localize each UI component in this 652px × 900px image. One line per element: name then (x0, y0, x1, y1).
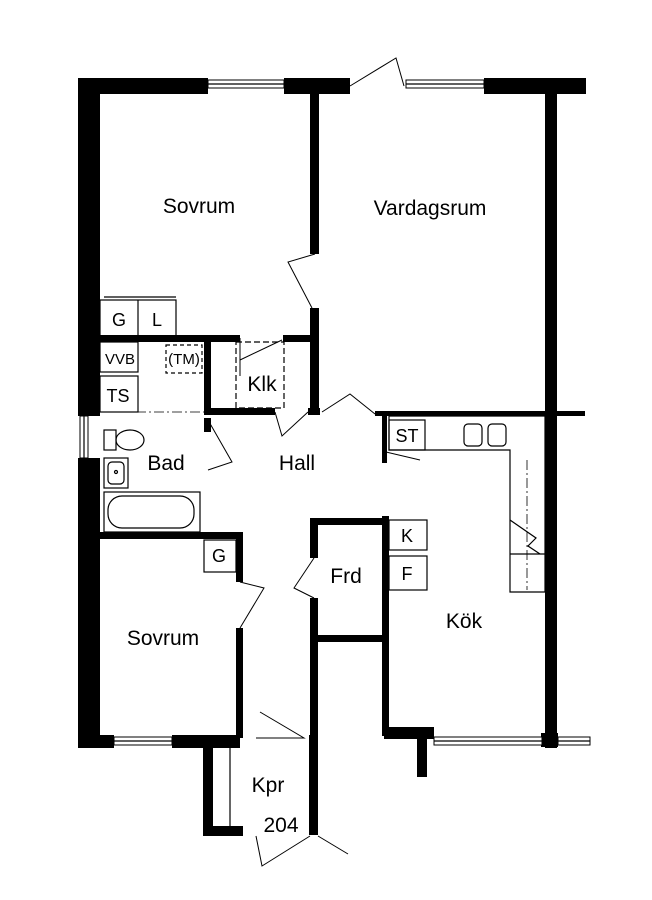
wall-kok-west (382, 516, 389, 736)
wall-sovrum2-east-lower (236, 628, 243, 738)
room-label-hall: Hall (279, 452, 315, 475)
wall-kok-west-top (382, 411, 387, 463)
room-labels: Sovrum Vardagsrum Klk Hall Bad Sovrum Fr… (127, 195, 487, 837)
wall-sovrum-vardagsrum-upper (310, 94, 319, 254)
wall-frd-west (310, 518, 318, 558)
interior-walls (100, 94, 585, 740)
bad-sink (103, 457, 129, 489)
door-entrance-outer (317, 835, 349, 855)
bad-toilet (103, 429, 117, 451)
wall-kitchen-stub (417, 727, 427, 777)
wall-klk-west (204, 335, 211, 415)
exterior-walls (78, 78, 586, 836)
wall-north-right (484, 78, 586, 94)
door-hall-vardagsrum (321, 393, 376, 415)
room-label-kpr-number: 204 (263, 814, 298, 837)
room-label-vardagsrum: Vardagsrum (374, 197, 487, 220)
wall-kpr-east (309, 735, 318, 835)
fixture-label-st: ST (395, 426, 418, 446)
wall-north-mid (284, 78, 350, 94)
door-entrance (255, 835, 311, 867)
fixture-label-tm: (TM) (168, 351, 200, 368)
wall-klk-bottom (204, 408, 275, 415)
wall-klk-top-right (283, 335, 319, 342)
wall-frd-west-lower (310, 598, 318, 740)
door-bad (207, 419, 233, 471)
wall-west-upper (78, 78, 100, 416)
wardrobe-g-bottom (203, 539, 237, 573)
wall-south-corner (541, 733, 558, 747)
fridge-k (388, 519, 428, 551)
doors (207, 57, 421, 867)
freezer-f (388, 555, 428, 591)
fixture-outlines (99, 296, 546, 826)
fixture-label-vvb: VVB (105, 351, 135, 368)
fixture-label-ts: TS (106, 386, 129, 406)
room-label-sovrum-top: Sovrum (163, 195, 235, 218)
wall-frd-top (310, 518, 388, 525)
room-label-klk: Klk (247, 373, 277, 396)
room-label-frd: Frd (330, 565, 362, 588)
room-label-kok: Kök (446, 610, 483, 633)
door-sovrum2 (239, 581, 265, 629)
fixture-label-k: K (401, 526, 413, 546)
door-sovrum-top (287, 253, 316, 309)
door-klk-lower (274, 411, 309, 437)
wall-west-lower (78, 458, 100, 748)
room-label-kpr: Kpr (252, 774, 285, 797)
fixture-label-g-bottom: G (212, 546, 226, 566)
klk-interior (235, 341, 285, 409)
wall-sovrum-vardagsrum-lower (310, 308, 319, 414)
fixture-label-g-top: G (112, 310, 126, 330)
wall-south-left (78, 735, 114, 748)
door-frd (293, 557, 315, 599)
fixture-labels: G L VVB (TM) TS ST K F G (105, 310, 419, 584)
wall-bad-bottom (100, 532, 240, 539)
wall-frd-bottom (318, 635, 384, 642)
wall-north-left (78, 78, 208, 94)
door-kpr (256, 711, 306, 739)
bathtub (103, 491, 201, 533)
wall-kpr-south (203, 826, 243, 836)
room-label-bad: Bad (147, 452, 184, 475)
windows (79, 79, 591, 746)
fixture-label-f: F (402, 564, 413, 584)
wall-klk-bottom-right (308, 408, 320, 415)
tm-box (165, 344, 203, 374)
wall-east (545, 94, 557, 748)
door-klk (239, 338, 283, 376)
stove-st (388, 419, 426, 451)
fixture-label-l-top: L (152, 310, 162, 330)
wall-hall-stub (204, 418, 211, 432)
wall-klk-top-left (100, 335, 240, 342)
vvb-box (99, 341, 139, 373)
wall-vardagsrum-kok (375, 411, 585, 416)
room-label-sovrum-bottom: Sovrum (127, 627, 199, 650)
wall-kpr-west (203, 735, 213, 835)
door-kok (385, 451, 421, 463)
wall-sovrum2-east (236, 532, 243, 582)
door-balcony (349, 57, 405, 87)
